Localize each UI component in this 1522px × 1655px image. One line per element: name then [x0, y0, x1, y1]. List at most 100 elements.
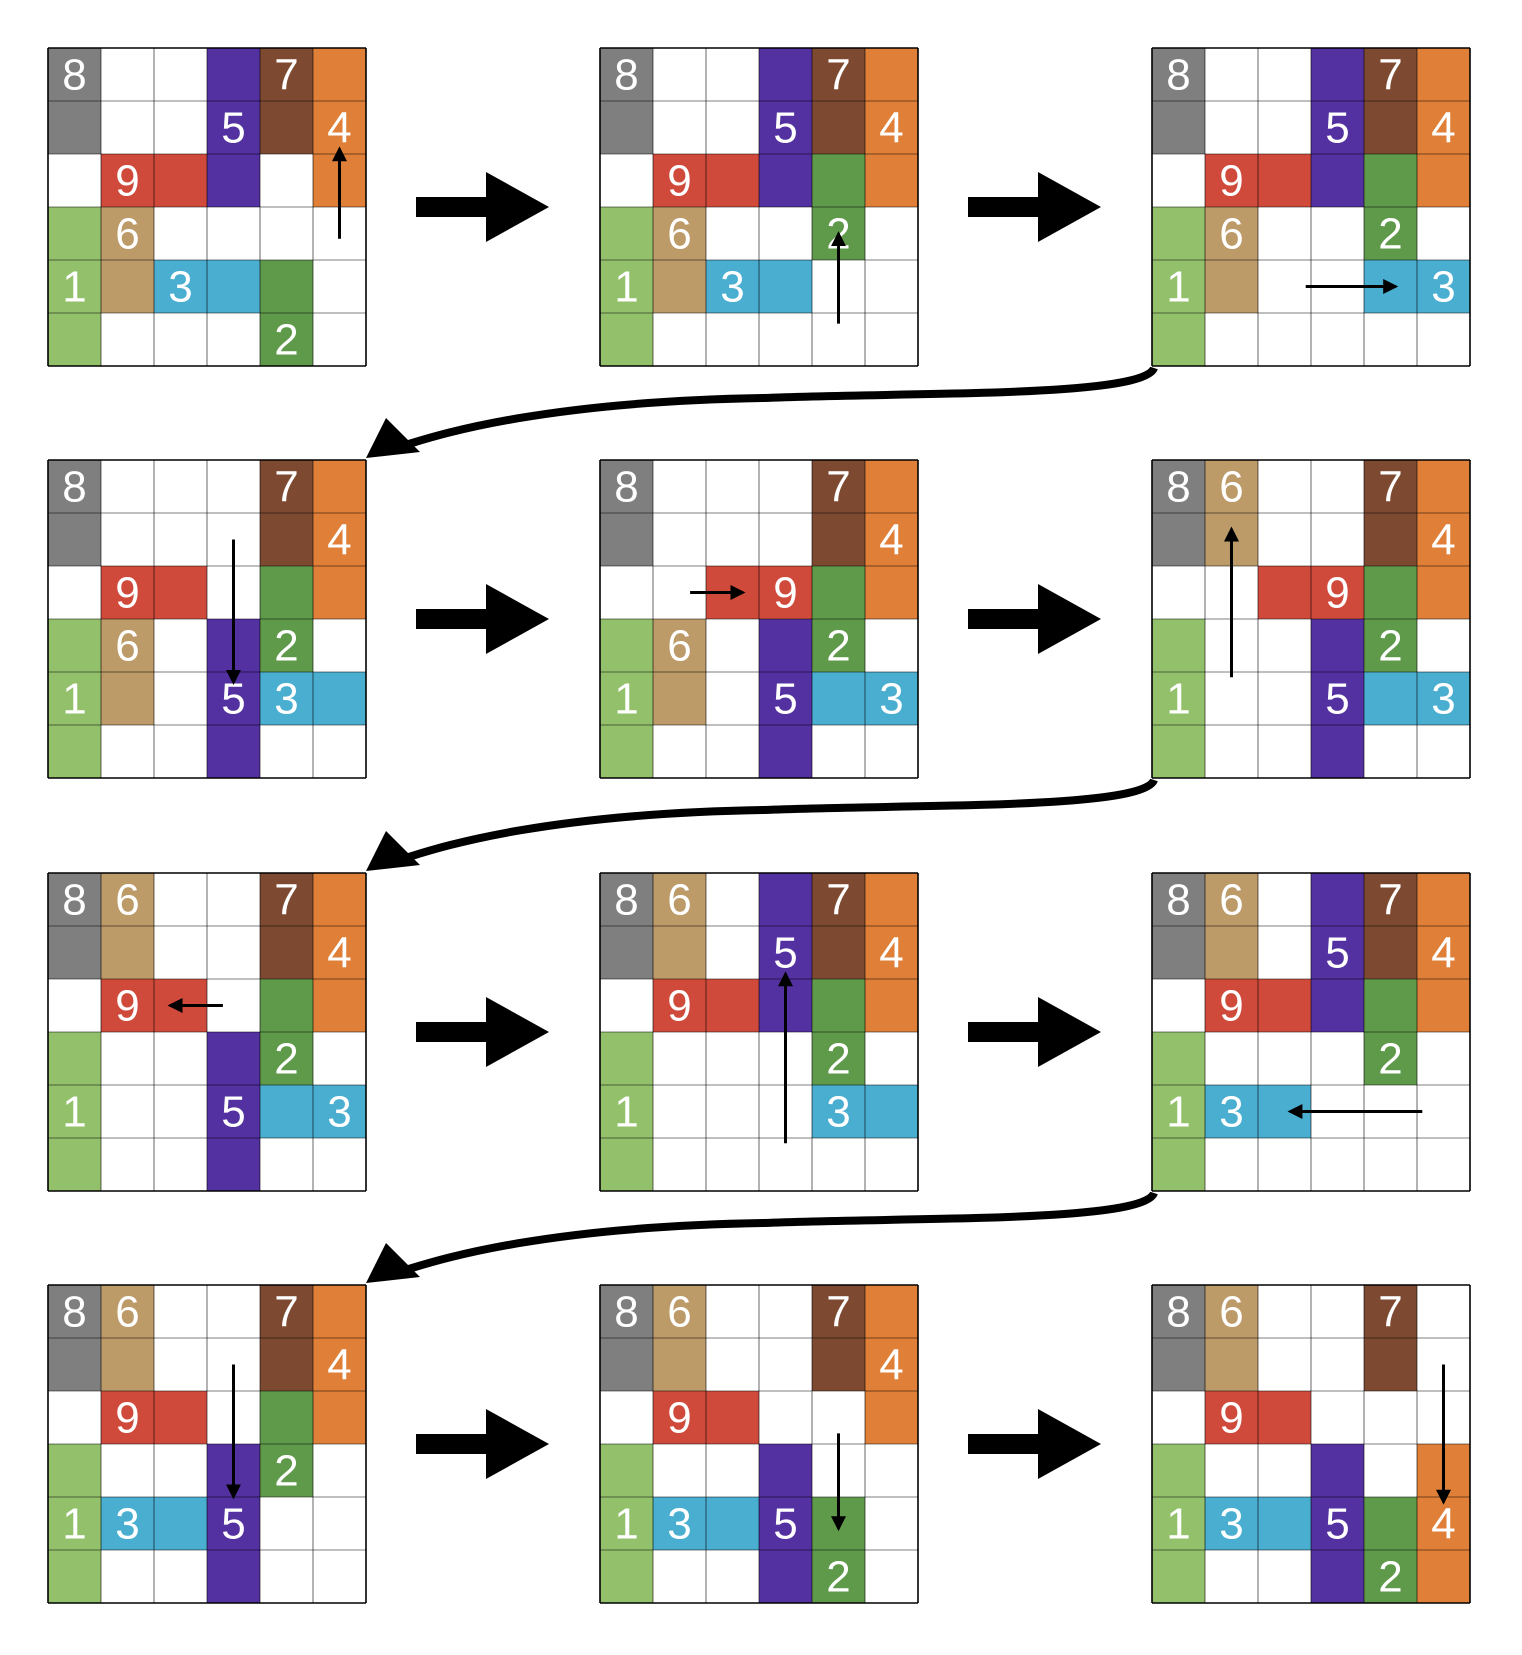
block-1-cell: [48, 725, 101, 778]
next-step-arrow: [968, 172, 1101, 242]
block-4-cell: [1417, 926, 1470, 979]
block-9-cell: [653, 1391, 706, 1444]
block-label-3: 3: [720, 263, 744, 312]
block-2-cell: [1364, 1497, 1417, 1550]
block-label-8: 8: [614, 876, 638, 925]
block-4-cell: [1417, 460, 1470, 513]
block-label-3: 3: [274, 675, 298, 724]
block-3-cell: [1205, 1085, 1258, 1138]
block-5-cell: [1311, 101, 1364, 154]
block-2-cell: [1364, 207, 1417, 260]
block-6-cell: [653, 619, 706, 672]
block-label-1: 1: [614, 675, 638, 724]
block-label-5: 5: [773, 929, 797, 978]
block-5-cell: [759, 926, 812, 979]
block-5-cell: [1311, 979, 1364, 1032]
block-label-2: 2: [1378, 210, 1402, 259]
block-label-3: 3: [168, 263, 192, 312]
block-label-3: 3: [1431, 263, 1455, 312]
block-5-cell: [759, 154, 812, 207]
block-label-3: 3: [826, 1088, 850, 1137]
block-label-6: 6: [667, 210, 691, 259]
block-label-3: 3: [879, 675, 903, 724]
block-2-cell: [1364, 1550, 1417, 1603]
block-5-cell: [759, 1444, 812, 1497]
block-label-7: 7: [274, 51, 298, 100]
block-5-cell: [1311, 48, 1364, 101]
block-5-cell: [759, 873, 812, 926]
block-1-cell: [48, 207, 101, 260]
block-label-2: 2: [274, 622, 298, 671]
block-label-1: 1: [1166, 1088, 1190, 1137]
block-label-5: 5: [221, 104, 245, 153]
block-7-cell: [260, 873, 313, 926]
block-label-1: 1: [614, 1088, 638, 1137]
block-7-cell: [812, 1338, 865, 1391]
block-2-cell: [260, 313, 313, 366]
block-label-3: 3: [1219, 1500, 1243, 1549]
block-5-cell: [207, 1085, 260, 1138]
block-label-1: 1: [62, 263, 86, 312]
block-3-cell: [1417, 672, 1470, 725]
block-label-5: 5: [1325, 1500, 1349, 1549]
block-2-cell: [260, 1391, 313, 1444]
block-4-cell: [865, 1285, 918, 1338]
block-label-4: 4: [1431, 516, 1455, 565]
block-4-cell: [313, 48, 366, 101]
block-label-1: 1: [62, 675, 86, 724]
block-6-cell: [101, 260, 154, 313]
block-label-4: 4: [879, 516, 903, 565]
block-label-7: 7: [826, 1288, 850, 1337]
block-6-cell: [1205, 1285, 1258, 1338]
block-label-2: 2: [274, 1447, 298, 1496]
block-label-2: 2: [1378, 1035, 1402, 1084]
block-4-cell: [1417, 873, 1470, 926]
block-label-2: 2: [826, 1553, 850, 1602]
block-5-cell: [1311, 619, 1364, 672]
block-1-cell: [1152, 207, 1205, 260]
block-4-cell: [1417, 48, 1470, 101]
block-3-cell: [313, 672, 366, 725]
next-step-arrow: [968, 997, 1101, 1067]
block-1-cell: [1152, 1550, 1205, 1603]
block-label-7: 7: [274, 1288, 298, 1337]
block-label-9: 9: [115, 1394, 139, 1443]
block-1-cell: [600, 1497, 653, 1550]
block-3-cell: [865, 672, 918, 725]
block-label-3: 3: [1219, 1088, 1243, 1137]
block-1-cell: [1152, 1085, 1205, 1138]
block-2-cell: [812, 1032, 865, 1085]
block-4-cell: [1417, 1550, 1470, 1603]
block-4-cell: [865, 873, 918, 926]
block-label-6: 6: [1219, 210, 1243, 259]
block-5-cell: [759, 101, 812, 154]
block-8-cell: [600, 1338, 653, 1391]
block-label-8: 8: [614, 1288, 638, 1337]
block-7-cell: [260, 1338, 313, 1391]
block-3-cell: [653, 1497, 706, 1550]
block-8-cell: [1152, 460, 1205, 513]
block-4-cell: [313, 460, 366, 513]
block-3-cell: [101, 1497, 154, 1550]
block-9-cell: [154, 1391, 207, 1444]
block-label-5: 5: [1325, 675, 1349, 724]
block-7-cell: [260, 513, 313, 566]
block-3-cell: [706, 1497, 759, 1550]
block-3-cell: [260, 1085, 313, 1138]
block-3-cell: [865, 1085, 918, 1138]
block-7-cell: [812, 101, 865, 154]
block-8-cell: [48, 873, 101, 926]
block-2-cell: [1364, 1032, 1417, 1085]
block-4-cell: [865, 979, 918, 1032]
block-label-9: 9: [667, 1394, 691, 1443]
block-label-6: 6: [667, 622, 691, 671]
block-9-cell: [1205, 154, 1258, 207]
block-9-cell: [1258, 154, 1311, 207]
block-9-cell: [706, 979, 759, 1032]
block-1-cell: [48, 313, 101, 366]
block-1-cell: [600, 1444, 653, 1497]
block-label-4: 4: [879, 1341, 903, 1390]
block-5-cell: [759, 48, 812, 101]
